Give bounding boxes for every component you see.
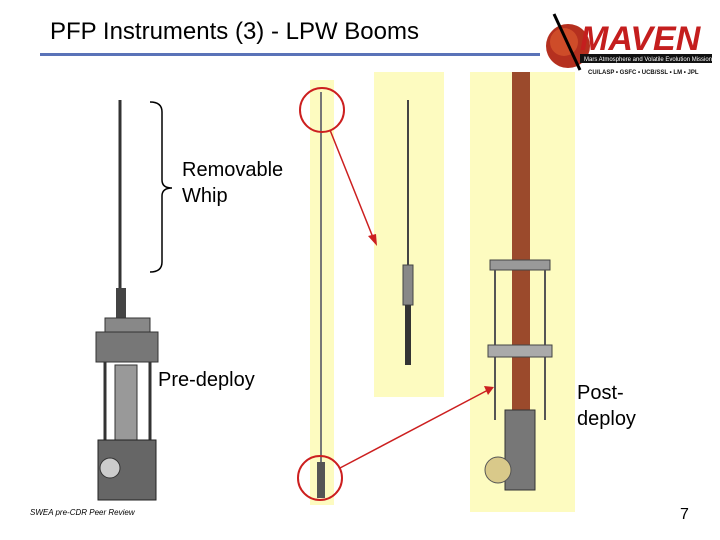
svg-text:Mars Atmosphere and Volatile E: Mars Atmosphere and Volatile Evolution M… <box>584 57 712 63</box>
slide-title: PFP Instruments (3) - LPW Booms <box>50 18 419 45</box>
whip-callout-circle <box>299 87 345 133</box>
footer-text: SWEA pre-CDR Peer Review <box>30 508 135 517</box>
page-number: 7 <box>680 506 689 523</box>
svg-text:CU/LASP • GSFC • UCB/SSL • LM: CU/LASP • GSFC • UCB/SSL • LM • JPL <box>588 70 699 76</box>
title-underline <box>40 53 540 56</box>
pre-deploy-label: Pre-deploy <box>158 369 255 391</box>
base-callout-circle <box>297 455 343 501</box>
left-boom-assembly <box>95 100 159 501</box>
svg-text:MAVEN: MAVEN <box>580 20 702 58</box>
whip-label: Removable Whip <box>182 159 284 207</box>
whip-bracket <box>149 101 173 273</box>
post-deploy-label: Post-deploy <box>577 382 636 430</box>
maven-logo: MAVEN Mars Atmosphere and Volatile Evolu… <box>540 6 715 78</box>
